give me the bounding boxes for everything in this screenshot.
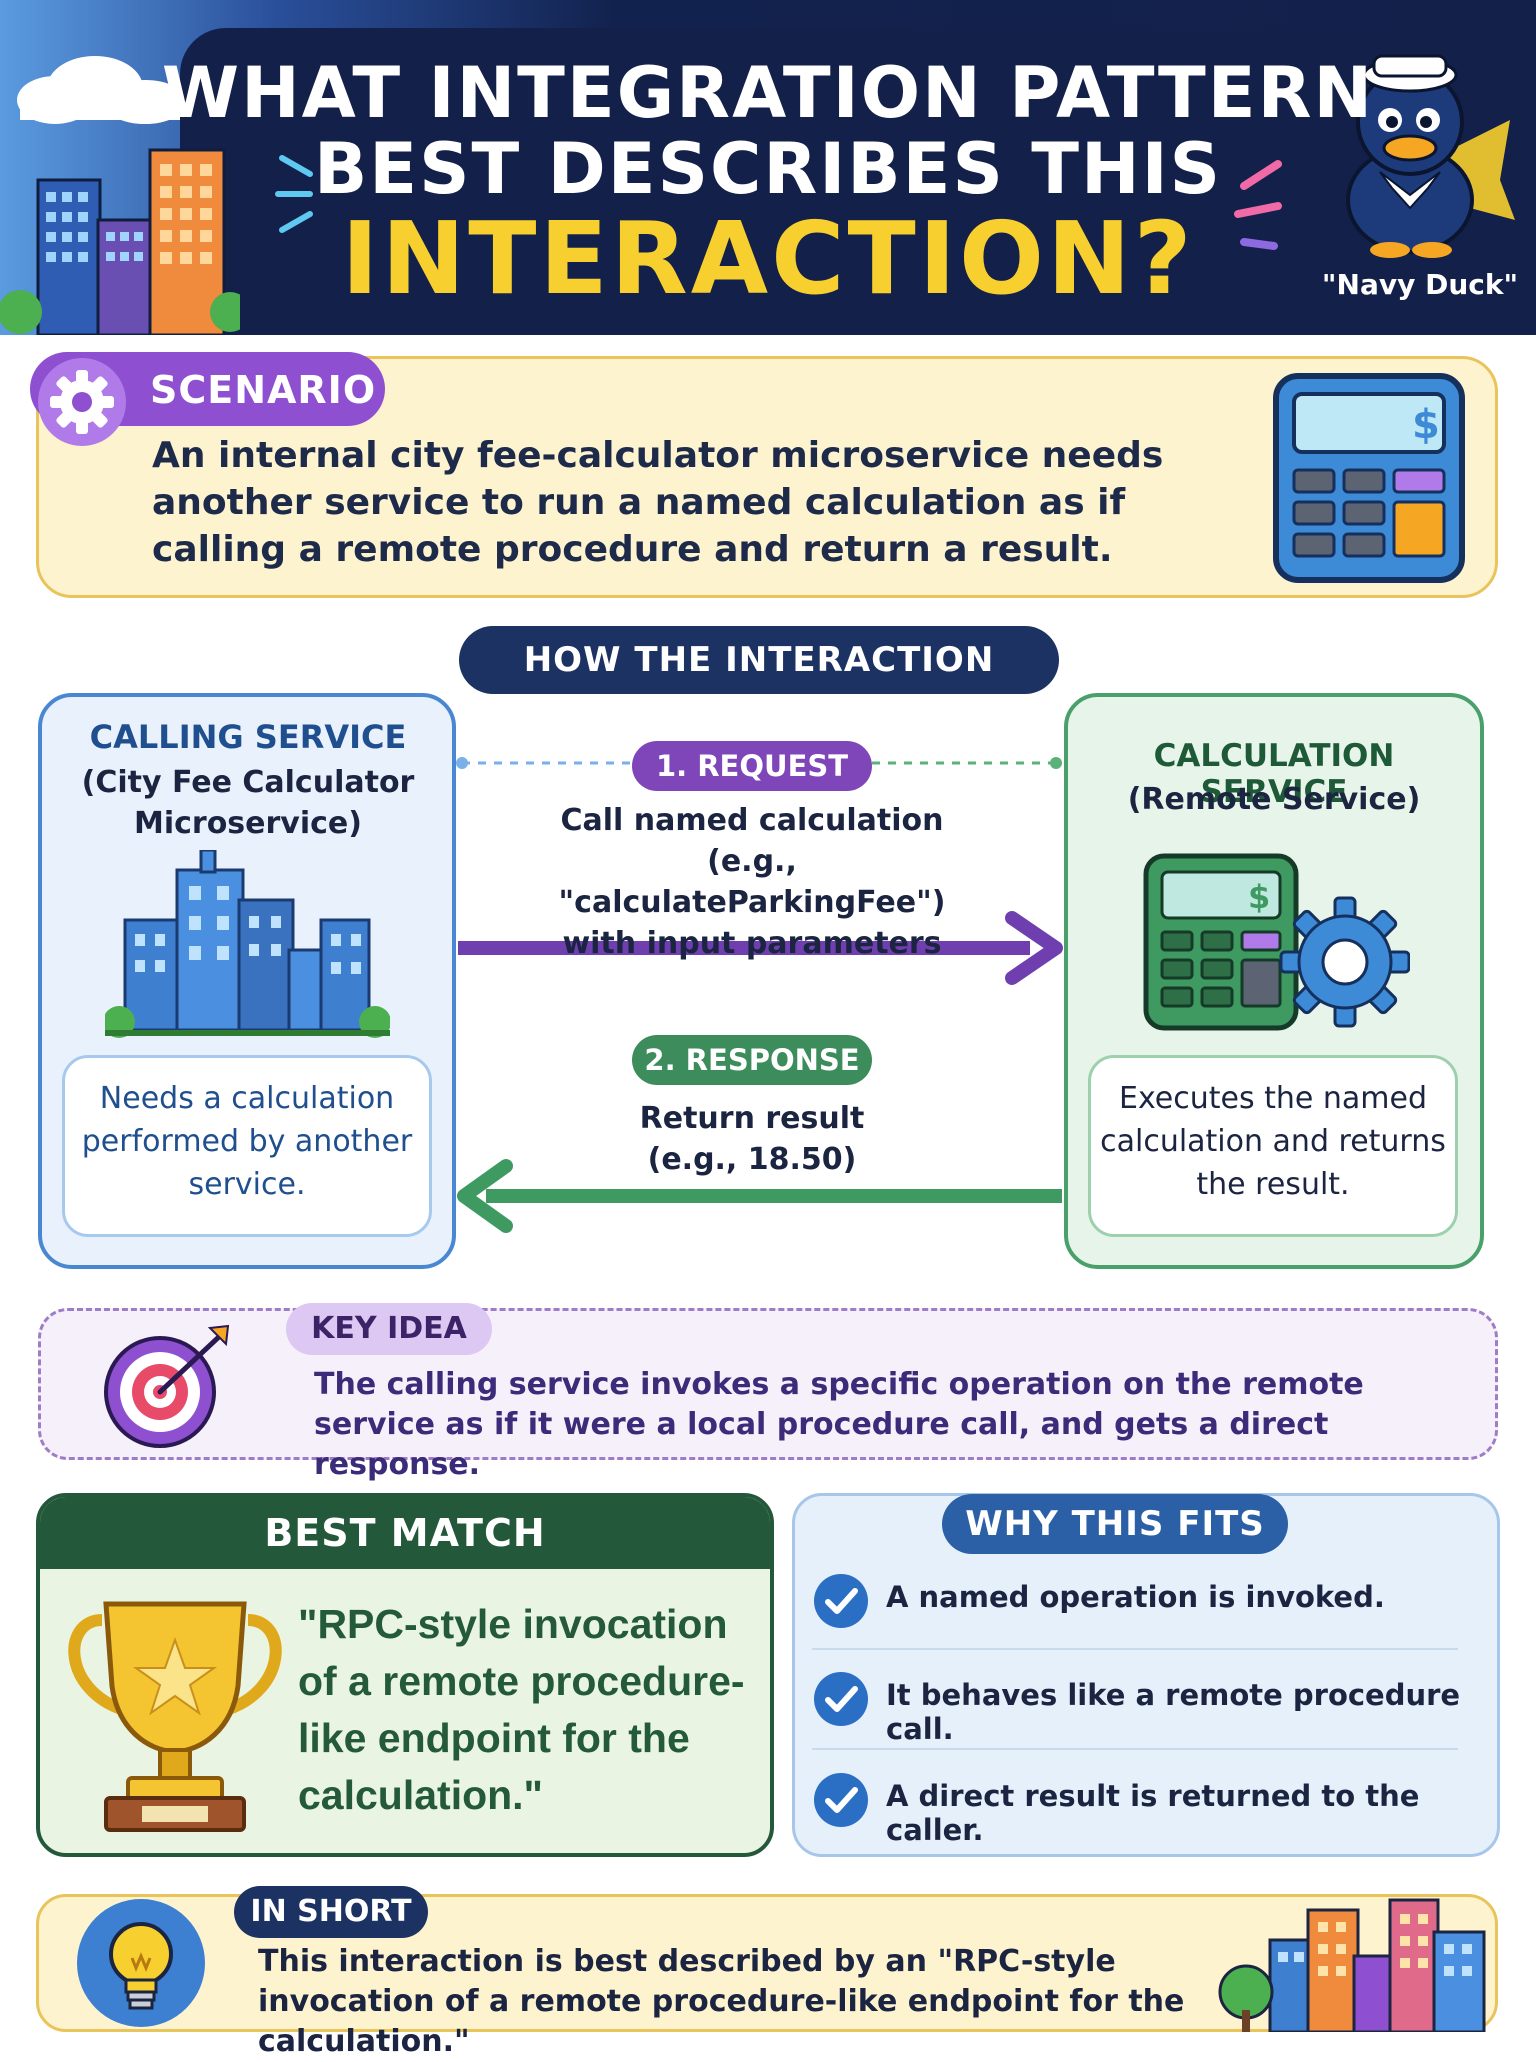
in-short-label: IN SHORT (234, 1886, 428, 1938)
calculation-service-subtitle: (Remote Service) (1127, 782, 1421, 817)
navy-duck-mascot-icon (1346, 54, 1515, 258)
dollar-sign: $ (1248, 878, 1270, 916)
sparkle-lines-icon (275, 155, 313, 233)
calling-service-note-box (62, 1055, 432, 1237)
scenario-text: An internal city fee-calculator microser… (152, 435, 1164, 570)
header-panel (180, 28, 1536, 335)
why-item-label: It behaves like a remote procedure call. (886, 1678, 1461, 1746)
key-idea-panel (38, 1308, 1498, 1460)
request-line-3: with input parameters (562, 926, 942, 961)
request-arrowhead (1005, 911, 1063, 985)
why-this-fits-label: WHY THIS FITS (942, 1494, 1288, 1554)
header-background (17, 56, 190, 124)
request-description: Call named calculation (e.g., "calculate… (520, 800, 984, 964)
interaction-arrows (456, 757, 1063, 1233)
why-item-label: A direct result is returned to the calle… (886, 1779, 1420, 1847)
why-item: It behaves like a remote procedure call. (810, 1658, 1480, 1746)
response-label: 2. RESPONSE (632, 1035, 872, 1085)
response-line-1: Return result (639, 1101, 865, 1136)
trophy-icon (68, 1601, 282, 1832)
title-line-3: INTERACTION? (341, 200, 1195, 317)
why-item: A named operation is invoked. (810, 1560, 1480, 1640)
calculator-gear-icon: $ (1143, 853, 1410, 1031)
why-item: A direct result is returned to the calle… (810, 1759, 1480, 1847)
title-line-1: WHAT INTEGRATION PATTERN (161, 52, 1375, 134)
response-line-2: (e.g., 18.50) (647, 1142, 857, 1177)
scenario-title: SCENARIO (150, 368, 377, 412)
check-circle-icon (814, 1773, 868, 1827)
request-line-2: (e.g., "calculateParkingFee") (558, 844, 946, 920)
header-banner (0, 0, 1536, 335)
request-line-1: Call named calculation (560, 803, 944, 838)
target-icon (104, 1324, 230, 1448)
city-buildings-icon (105, 850, 390, 1038)
gear-icon (38, 358, 126, 446)
gear-icon (1279, 896, 1410, 1028)
calculation-service-note-box (1088, 1055, 1458, 1237)
dollar-sign: $ (1412, 402, 1440, 448)
calculation-service-title: CALCULATION SERVICE (1153, 738, 1395, 810)
city-skyline-icon (1218, 1898, 1486, 2032)
divider (812, 1648, 1458, 1650)
calling-service-subtitle: (City Fee Calculator Microservice) (60, 762, 436, 844)
response-description: Return result (e.g., 18.50) (560, 1098, 944, 1180)
lightbulb-icon (77, 1899, 205, 2027)
best-match-label: BEST MATCH (40, 1497, 770, 1569)
mascot-caption: "Navy Duck" (1321, 268, 1519, 301)
sparkle-lines-icon (1234, 160, 1282, 250)
response-arrowhead (457, 1159, 513, 1233)
key-idea-text: The calling service invokes a specific o… (314, 1367, 1364, 1482)
check-circle-icon (814, 1672, 868, 1726)
calculation-service-note: Executes the named calculation and retur… (1100, 1081, 1446, 1202)
why-item-label: A named operation is invoked. (886, 1580, 1385, 1614)
calling-service-note: Needs a calculation performed by another… (81, 1081, 413, 1202)
request-label: 1. REQUEST (632, 741, 872, 791)
best-match-text: "RPC-style invocation of a remote proced… (298, 1601, 745, 1818)
title-line-2: BEST DESCRIBES THIS (313, 128, 1223, 210)
calling-service-subtitle-line-2: Microservice) (133, 806, 362, 841)
city-skyline-icon (0, 148, 240, 335)
calling-service-title: CALLING SERVICE (89, 718, 407, 756)
calling-service-subtitle-line-1: (City Fee Calculator (81, 765, 415, 800)
check-circle-icon (814, 1574, 868, 1628)
in-short-text: This interaction is best described by an… (258, 1944, 1185, 2059)
calculator-icon: $ (1273, 373, 1465, 583)
divider (812, 1748, 1458, 1750)
key-idea-label: KEY IDEA (286, 1303, 492, 1355)
